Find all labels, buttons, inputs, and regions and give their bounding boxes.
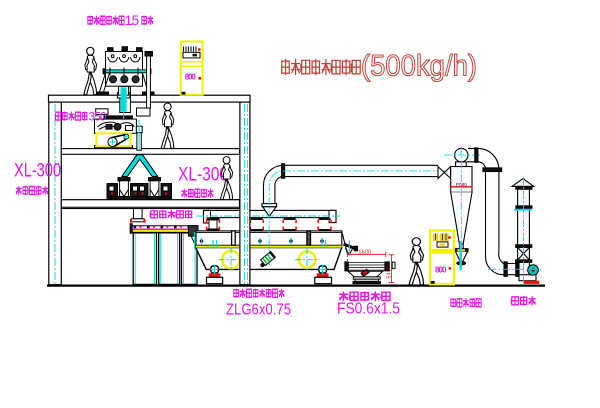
svg-text:1.5: 1.5 (125, 13, 140, 28)
svg-text:XL-300: XL-300 (178, 164, 228, 185)
svg-text:350: 350 (89, 110, 107, 124)
svg-text:FS0.6x1.5: FS0.6x1.5 (337, 301, 400, 318)
svg-text:ZLG6x0.75: ZLG6x0.75 (226, 302, 291, 319)
svg-text:XL-300: XL-300 (14, 161, 61, 182)
svg-text:800: 800 (185, 72, 197, 81)
svg-text:1500: 1500 (359, 250, 372, 256)
svg-text:(500kg/h): (500kg/h) (361, 50, 477, 83)
svg-text:540: 540 (386, 269, 392, 279)
svg-text:800: 800 (435, 266, 447, 275)
